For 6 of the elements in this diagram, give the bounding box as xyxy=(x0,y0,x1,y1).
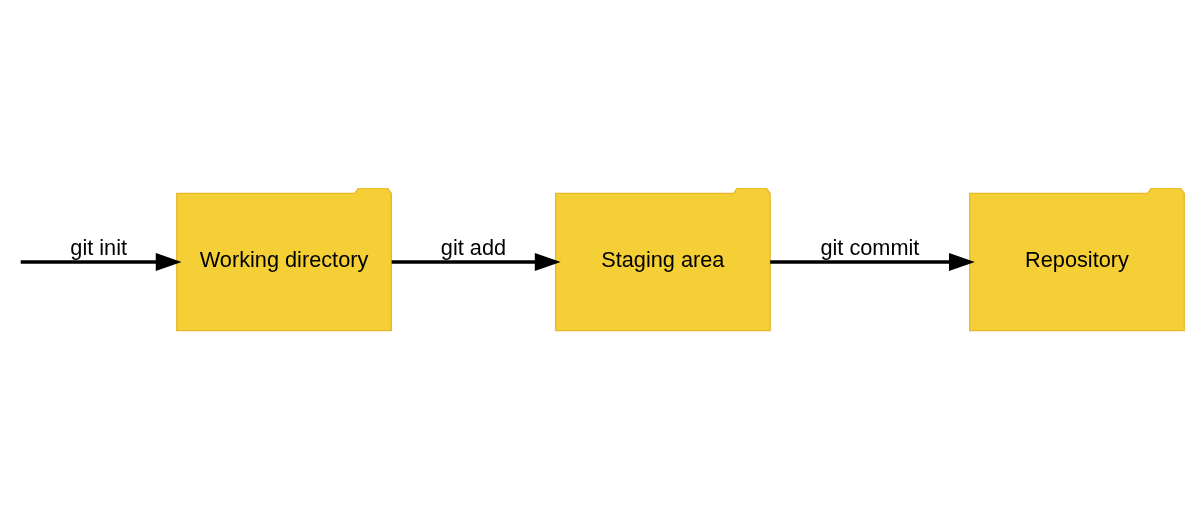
edge-label: git add xyxy=(440,234,507,260)
edge-label: git commit xyxy=(820,234,920,260)
arrow xyxy=(391,252,561,271)
arrow xyxy=(770,252,975,271)
arrow xyxy=(20,252,182,271)
edge-label: git init xyxy=(70,234,128,260)
